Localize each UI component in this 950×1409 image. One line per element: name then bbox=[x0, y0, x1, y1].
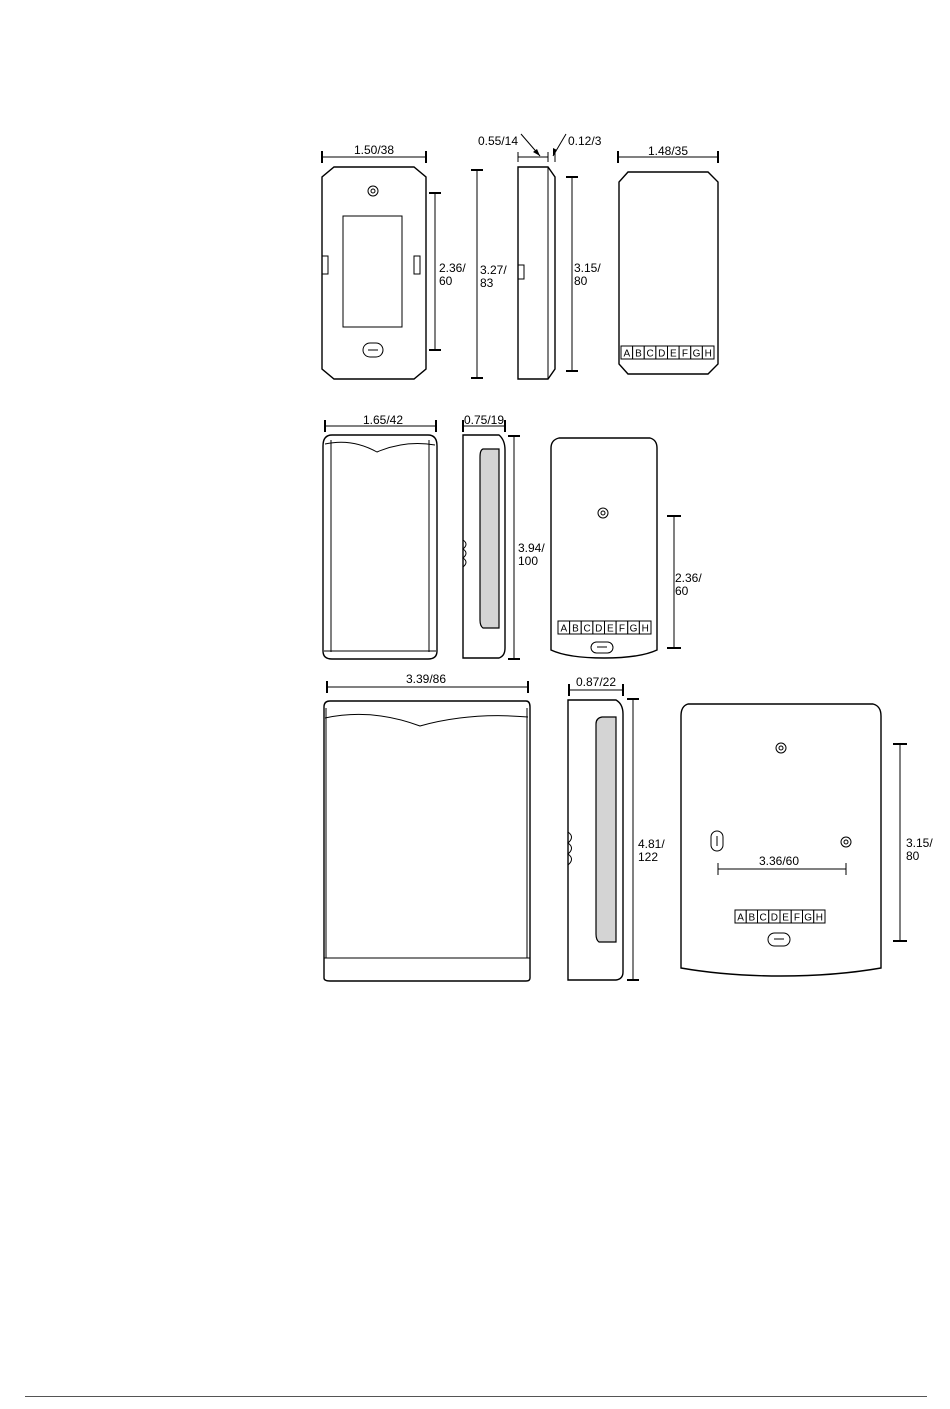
terminal-label: G bbox=[804, 913, 812, 924]
small-front-depth-label: 0.55/14 bbox=[478, 134, 518, 148]
terminal-label: B bbox=[572, 624, 579, 635]
large-height-label: 4.81/122 bbox=[638, 837, 665, 864]
terminal-label: F bbox=[619, 624, 625, 635]
terminal-label: B bbox=[635, 349, 642, 360]
small-mount-label: 2.36/60 bbox=[439, 261, 466, 288]
terminal-label: H bbox=[816, 913, 823, 924]
terminal-label: B bbox=[749, 913, 756, 924]
medium-front-view bbox=[323, 435, 437, 659]
small-width-dimension: 1.50/38 bbox=[322, 143, 426, 163]
medium-height-label: 3.94/100 bbox=[518, 541, 545, 568]
large-width-label: 3.39/86 bbox=[406, 672, 446, 686]
medium-width-dimension: 1.65/42 bbox=[325, 413, 436, 432]
small-rear-width-dimension: 1.48/35 bbox=[618, 144, 718, 163]
terminal-label: D bbox=[595, 624, 602, 635]
small-mount-dimension: 2.36/60 bbox=[429, 193, 466, 350]
terminal-label: H bbox=[705, 349, 712, 360]
large-depth-label: 0.87/22 bbox=[576, 675, 616, 689]
small-side-height-dimension: 3.15/80 bbox=[566, 177, 601, 371]
medium-side-view bbox=[463, 435, 505, 658]
small-side-height-label: 3.15/80 bbox=[574, 261, 601, 288]
medium-depth-label: 0.75/19 bbox=[464, 413, 504, 427]
small-rear-depth-label: 0.12/3 bbox=[568, 134, 602, 148]
small-side-view bbox=[518, 167, 555, 379]
medium-depth-dimension: 0.75/19 bbox=[463, 413, 505, 432]
terminal-label: F bbox=[682, 349, 688, 360]
terminal-label: F bbox=[794, 913, 800, 924]
small-rear-width-label: 1.48/35 bbox=[648, 144, 688, 158]
medium-mount-label: 2.36/60 bbox=[675, 571, 702, 598]
large-side-view bbox=[568, 700, 623, 980]
large-front-view bbox=[324, 701, 530, 981]
small-height-dimension: 3.27/83 bbox=[471, 170, 507, 378]
large-width-dimension: 3.39/86 bbox=[327, 672, 528, 693]
large-mount-label: 3.15/80 bbox=[906, 836, 933, 863]
large-mount-dimension: 3.15/80 bbox=[893, 744, 933, 941]
footer-rule bbox=[25, 1396, 927, 1397]
medium-width-label: 1.65/42 bbox=[363, 413, 403, 427]
terminal-label: A bbox=[737, 913, 744, 924]
small-depth-dimensions: 0.55/14 0.12/3 bbox=[478, 134, 602, 162]
small-front-view bbox=[322, 167, 426, 379]
small-width-label: 1.50/38 bbox=[354, 143, 394, 157]
terminal-label: C bbox=[583, 624, 590, 635]
terminal-label: E bbox=[607, 624, 614, 635]
large-height-dimension: 4.81/122 bbox=[627, 699, 665, 980]
medium-mount-dimension: 2.36/60 bbox=[667, 516, 702, 648]
terminal-label: D bbox=[658, 349, 665, 360]
terminal-label: C bbox=[760, 913, 767, 924]
terminal-label: D bbox=[771, 913, 778, 924]
medium-height-dimension: 3.94/100 bbox=[508, 436, 545, 659]
large-depth-dimension: 0.87/22 bbox=[569, 675, 623, 696]
terminal-label: A bbox=[623, 349, 630, 360]
terminal-label: E bbox=[782, 913, 789, 924]
terminal-label: G bbox=[630, 624, 638, 635]
terminal-label: E bbox=[670, 349, 677, 360]
terminal-label: H bbox=[642, 624, 649, 635]
small-height-label: 3.27/83 bbox=[480, 263, 507, 290]
large-hole-spacing-label: 3.36/60 bbox=[759, 854, 799, 868]
terminal-label: G bbox=[693, 349, 701, 360]
terminal-label: C bbox=[646, 349, 653, 360]
terminal-label: A bbox=[560, 624, 567, 635]
